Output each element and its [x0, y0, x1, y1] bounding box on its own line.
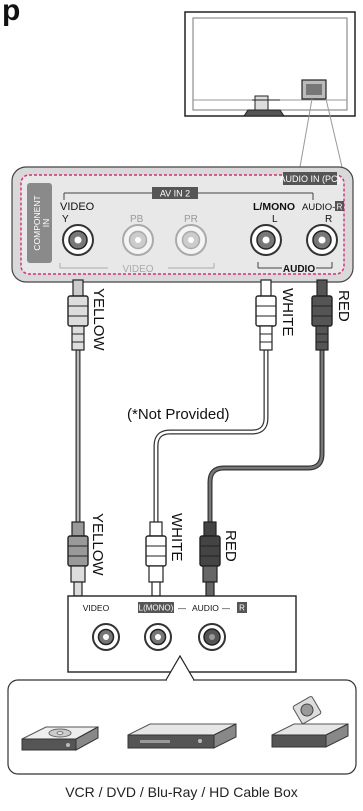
device-l-mono-box	[138, 602, 174, 613]
page-heading: p	[2, 0, 21, 27]
jack-audio-r	[306, 224, 338, 256]
component-in-label: IN	[41, 219, 51, 228]
cable-box-icon	[271, 696, 349, 748]
av-in-2-box	[152, 187, 198, 199]
white-plug-top	[255, 279, 277, 351]
component-label: COMPONENT	[32, 195, 42, 250]
pr-label: PR	[184, 214, 198, 225]
audio-label: AUDIO	[283, 264, 315, 275]
white-plug-bottom	[145, 521, 167, 597]
r-box	[335, 201, 344, 211]
device-jack-video	[92, 623, 120, 651]
y-label: Y	[62, 214, 69, 225]
devices-box	[7, 679, 357, 775]
yellow-plug-bottom	[67, 521, 89, 597]
tv-input-panel: COMPONENT IN AUDIO IN (PC) AV IN 2 VIDEO…	[11, 166, 354, 283]
audio-in-pc-box	[283, 172, 337, 185]
yellow-label-top: YELLOW	[90, 288, 107, 351]
video-label: VIDEO	[60, 201, 95, 213]
cables	[75, 350, 325, 528]
jack-audio-l	[250, 224, 282, 256]
vcr-player-icon	[127, 723, 237, 749]
red-cable-core	[208, 350, 324, 528]
jack-video-y	[62, 224, 94, 256]
audio-r-label: AUDIO-	[302, 202, 335, 213]
r-box-label: R	[337, 203, 343, 212]
red-label-top: RED	[335, 290, 352, 322]
red-plug-bottom	[199, 521, 221, 597]
tv-illustration	[184, 11, 356, 168]
device-r-label: R	[239, 604, 245, 613]
r-label: R	[325, 214, 332, 225]
component-in-label-box	[27, 183, 52, 263]
jack-pb	[122, 224, 154, 256]
red-label-bottom: RED	[222, 530, 239, 562]
l-mono-label: L/MONO	[253, 201, 295, 213]
red-plug-top	[311, 279, 333, 351]
device-audio-label: AUDIO	[192, 603, 219, 613]
jack-pr	[175, 224, 207, 256]
l-label: L	[272, 214, 278, 225]
av-in-2-label: AV IN 2	[160, 189, 190, 199]
video-group-label: VIDEO	[122, 264, 153, 275]
dvd-player-icon	[21, 726, 99, 751]
device-dash-2: —	[222, 604, 230, 613]
device-caption: VCR / DVD / Blu-Ray / HD Cable Box	[65, 784, 298, 800]
white-label-top: WHITE	[279, 288, 296, 336]
device-video-label: VIDEO	[83, 603, 110, 613]
white-label-bottom: WHITE	[168, 513, 185, 561]
pb-label: PB	[130, 214, 144, 225]
device-dash-1: —	[178, 604, 186, 613]
white-cable-core	[154, 350, 268, 528]
yellow-label-bottom: YELLOW	[89, 513, 106, 576]
device-jack-audio-l	[144, 623, 172, 651]
yellow-plug-top	[67, 279, 89, 351]
audio-in-pc-label: AUDIO IN (PC)	[279, 174, 340, 184]
device-r-box	[237, 602, 247, 613]
device-output-panel: VIDEO L(MONO) — AUDIO — R	[67, 595, 297, 681]
device-l-mono-label: L(MONO)	[139, 604, 174, 613]
not-provided-note: (*Not Provided)	[127, 406, 230, 423]
device-jack-audio-r	[198, 623, 226, 651]
